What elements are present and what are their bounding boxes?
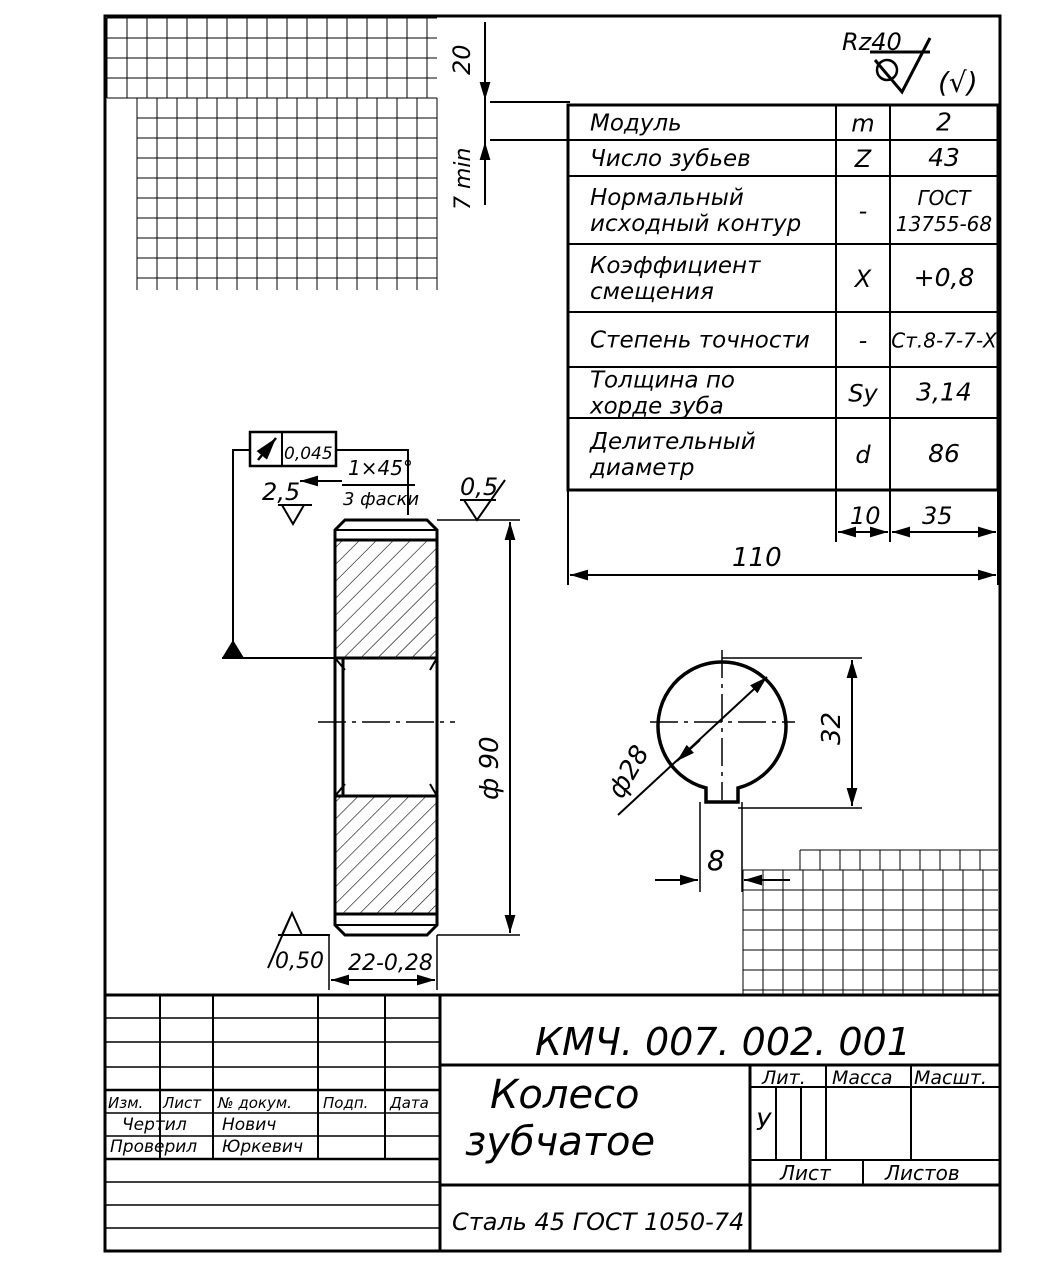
param-symbol: Z xyxy=(854,145,872,173)
table-dimensions: 10 35 110 xyxy=(567,490,999,585)
param-value: ГОСТ xyxy=(917,186,972,210)
dim-20: 20 xyxy=(448,44,476,75)
role-checked: Проверил xyxy=(110,1137,197,1157)
gear-section-view: 0,045 1×45° 3 фаски 2,5 0,5 ф 90 0,50 22… xyxy=(222,430,520,990)
param-name: Число зубьев xyxy=(590,146,751,172)
dim-height-32: 32 xyxy=(817,712,847,745)
hdr-date: Дата xyxy=(389,1094,429,1112)
scale-header: Масшт. xyxy=(914,1067,987,1089)
param-name: Степень точности xyxy=(590,328,810,354)
param-name: диаметр xyxy=(589,455,694,481)
material: Сталь 45 ГОСТ 1050-74 xyxy=(452,1208,744,1236)
param-value: Ст.8-7-7-Х xyxy=(891,329,998,353)
param-name: Коэффициент xyxy=(590,253,761,279)
hdr-doc: № докум. xyxy=(217,1094,292,1112)
mass-header: Масса xyxy=(832,1067,893,1089)
param-symbol: X xyxy=(853,265,872,293)
param-symbol: - xyxy=(859,197,868,225)
top-dimensions: 20 7 min xyxy=(448,22,570,210)
graph-paper-grid xyxy=(106,17,998,995)
dim-key-8: 8 xyxy=(707,844,725,877)
dim-bore-diameter: ф28 xyxy=(602,741,656,804)
param-name: Толщина по xyxy=(590,368,735,394)
role-drew: Чертил xyxy=(122,1115,187,1135)
param-name: Делительный xyxy=(589,429,756,455)
param-name: Нормальный xyxy=(590,185,744,211)
param-value: 86 xyxy=(928,439,960,468)
param-symbol: d xyxy=(855,441,871,469)
lit-value: У xyxy=(756,1108,772,1136)
param-value: 3,14 xyxy=(916,378,972,407)
person-drew: Нович xyxy=(222,1115,276,1135)
chamfer-size: 1×45° xyxy=(348,456,413,480)
param-value: 13755-68 xyxy=(896,212,992,236)
roughness-other-text: (√) xyxy=(938,66,978,99)
dim-diameter-90: ф 90 xyxy=(475,736,505,800)
dim-10: 10 xyxy=(850,502,881,530)
param-value: +0,8 xyxy=(914,263,975,292)
dim-35: 35 xyxy=(922,502,953,530)
param-symbol: - xyxy=(859,327,868,355)
dim-110: 110 xyxy=(732,543,782,573)
param-symbol: m xyxy=(851,110,874,138)
chamfer-note: 3 фаски xyxy=(343,489,419,510)
roughness-left: 2,5 xyxy=(262,478,300,506)
hdr-izm: Изм. xyxy=(108,1094,143,1112)
sheet-frame xyxy=(103,14,1002,1253)
param-name: смещения xyxy=(590,279,714,305)
hdr-list: Лист xyxy=(162,1094,202,1112)
part-name-line1: Колесо xyxy=(490,1072,640,1118)
dim-width: 22-0,28 xyxy=(348,951,433,976)
title-block: КМЧ. 007. 002. 001 Колесо зубчатое Сталь… xyxy=(105,993,1000,1251)
param-name: Модуль xyxy=(590,111,682,137)
drawing-code: КМЧ. 007. 002. 001 xyxy=(535,1020,911,1064)
param-name: хорде зуба xyxy=(589,394,724,420)
hdr-sign: Подп. xyxy=(323,1094,368,1112)
sheet-label: Лист xyxy=(779,1161,832,1185)
roughness-symbol: Rz40 (√) xyxy=(842,28,978,99)
lit-header: Лит. xyxy=(761,1067,806,1089)
runout-value: 0,045 xyxy=(284,444,333,464)
roughness-bottom: 0,50 xyxy=(275,949,324,974)
dim-7min: 7 min xyxy=(451,148,476,210)
roughness-right: 0,5 xyxy=(460,473,498,501)
param-value: 2 xyxy=(936,108,952,137)
param-name: исходный контур xyxy=(590,211,801,237)
param-value: 43 xyxy=(928,143,960,172)
sheets-label: Листов xyxy=(884,1161,960,1185)
part-name-line2: зубчатое xyxy=(465,1119,655,1165)
person-checked: Юркевич xyxy=(222,1137,303,1157)
bore-section-view: ф28 32 8 xyxy=(602,650,862,892)
param-symbol: Sy xyxy=(848,380,878,408)
